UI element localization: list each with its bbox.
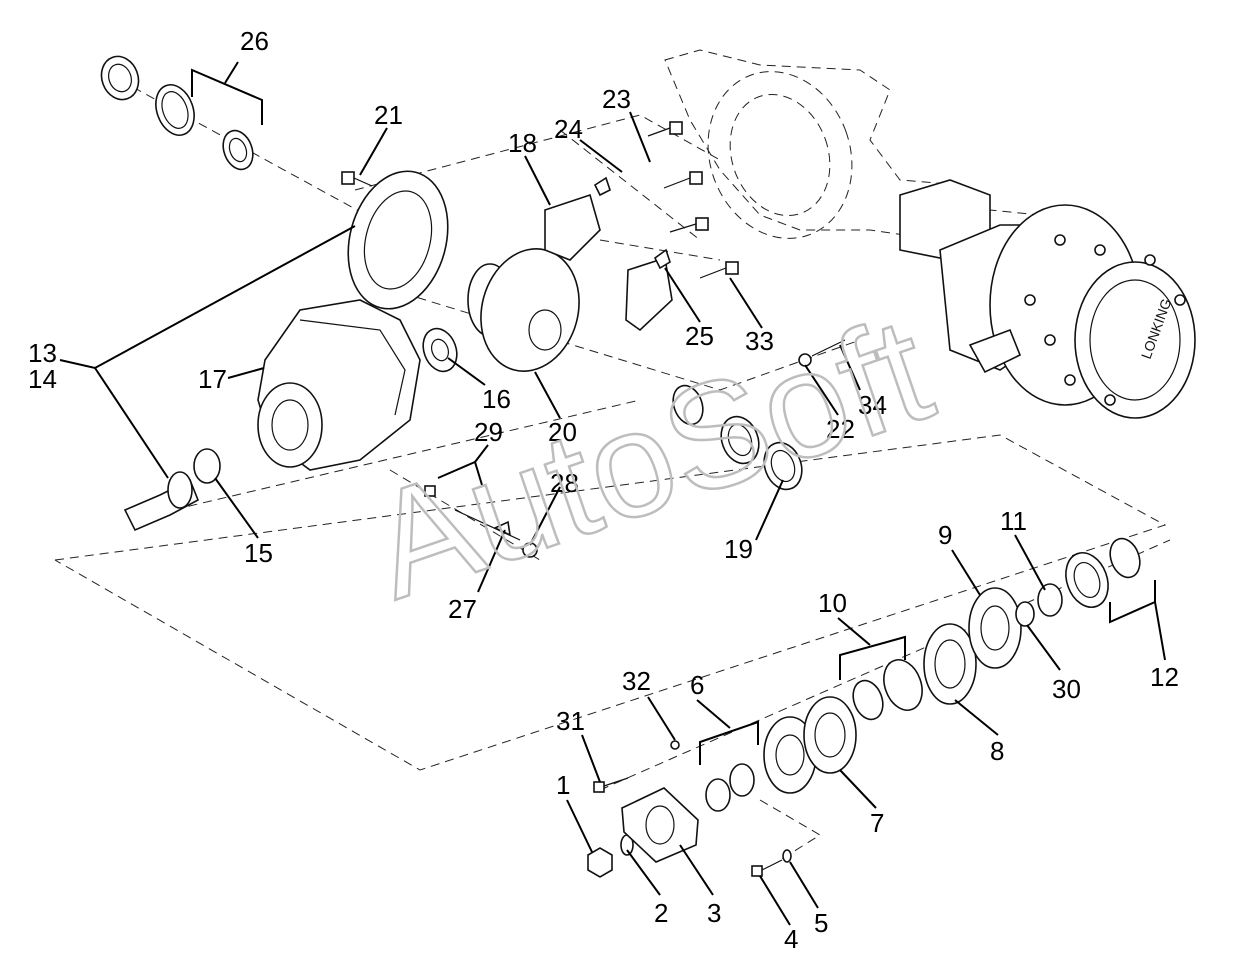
callout-26: 26 [240, 26, 269, 56]
callout-8: 8 [990, 736, 1004, 766]
callout-6: 6 [690, 670, 704, 700]
callout-16: 16 [482, 384, 511, 414]
callout-25: 25 [685, 321, 714, 351]
callout-24: 24 [554, 114, 583, 144]
callout-17: 17 [198, 364, 227, 394]
callout-18: 18 [508, 128, 537, 158]
callout-20: 20 [548, 417, 577, 447]
callout-33: 33 [745, 326, 774, 356]
final-drive-hub: LONKING [899, 179, 1196, 419]
axle-housing-outline [664, 49, 1121, 301]
input-flange-assembly [587, 537, 1141, 878]
callout-15: 15 [244, 538, 273, 568]
bearing-19 [672, 384, 803, 491]
callout-labels: 26 21 23 24 18 13 14 17 16 20 25 33 22 3… [28, 26, 1179, 954]
callout-10: 10 [818, 588, 847, 618]
callout-4: 4 [784, 924, 798, 954]
callout-13: 13 [28, 338, 57, 368]
callout-31: 31 [556, 706, 585, 736]
differential-case-20 [467, 248, 580, 372]
bolt-21 [341, 171, 373, 187]
callout-19: 19 [724, 534, 753, 564]
bearing-set-26 [100, 55, 254, 171]
callout-11: 11 [1000, 506, 1027, 536]
callout-23: 23 [602, 84, 631, 114]
callout-21: 21 [374, 100, 403, 130]
leader-lines [59, 61, 1166, 926]
callout-34: 34 [858, 390, 887, 420]
callout-2: 2 [654, 898, 668, 928]
callout-9: 9 [938, 520, 952, 550]
callout-12: 12 [1150, 662, 1179, 692]
callout-22: 22 [826, 414, 855, 444]
ring-gear [347, 170, 449, 310]
lock-plates [593, 176, 671, 270]
callout-27: 27 [448, 594, 477, 624]
callout-7: 7 [870, 808, 884, 838]
bearing-16 [422, 327, 458, 373]
drive-pinion [123, 448, 221, 532]
callout-30: 30 [1052, 674, 1081, 704]
callout-32: 32 [622, 666, 651, 696]
callout-3: 3 [707, 898, 721, 928]
callout-14: 14 [28, 364, 57, 394]
callout-1: 1 [556, 770, 570, 800]
cap-bolts [647, 121, 739, 279]
callout-29: 29 [474, 417, 503, 447]
callout-5: 5 [814, 908, 828, 938]
carrier-housing-17 [257, 299, 421, 471]
callout-28: 28 [550, 468, 579, 498]
thrust-screw-29 [424, 485, 538, 558]
